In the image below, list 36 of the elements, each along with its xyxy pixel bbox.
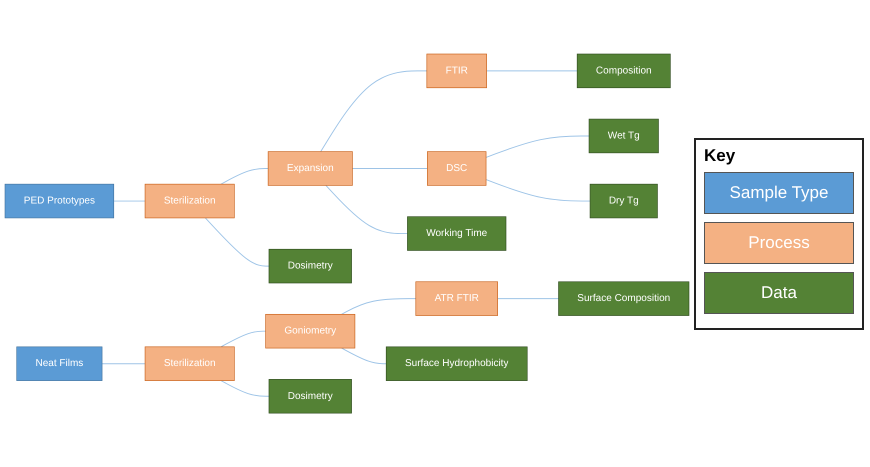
node-box: Dosimetry [268, 378, 352, 414]
connector [220, 330, 266, 348]
connector [341, 348, 387, 364]
node-box: PED Prototypes [4, 184, 114, 218]
node-box: Dry Tg [590, 184, 658, 218]
connector [220, 380, 270, 397]
legend-title: Key [704, 146, 736, 166]
node-box: Goniometry [265, 314, 356, 348]
connector [486, 70, 578, 72]
node-box: Composition [576, 54, 671, 88]
node-box: Sterilization [144, 346, 235, 381]
connector [325, 184, 408, 234]
legend-entry: Data [704, 272, 854, 314]
connector [497, 298, 559, 300]
legend-entry: Sample Type [704, 172, 854, 214]
node-box: Neat Films [16, 346, 102, 381]
node-box: Surface Hydrophobicity [386, 346, 528, 381]
connector [486, 135, 590, 158]
legend-entry: Process [704, 222, 854, 264]
connector [352, 168, 428, 169]
node-box: Wet Tg [588, 118, 659, 154]
connector [102, 363, 146, 364]
node-box: Sterilization [144, 184, 235, 218]
node-box: DSC [427, 151, 486, 186]
connector [204, 217, 270, 266]
connector [220, 168, 269, 185]
node-box: Surface Composition [558, 281, 690, 316]
node-box: Working Time [407, 216, 506, 251]
connector [341, 298, 416, 315]
node-box: FTIR [426, 54, 487, 88]
node-box: Expansion [268, 151, 353, 186]
node-box: Dosimetry [268, 248, 352, 284]
connector [486, 179, 591, 202]
connector [113, 200, 146, 202]
connector [320, 70, 428, 152]
node-box: ATR FTIR [415, 281, 498, 316]
